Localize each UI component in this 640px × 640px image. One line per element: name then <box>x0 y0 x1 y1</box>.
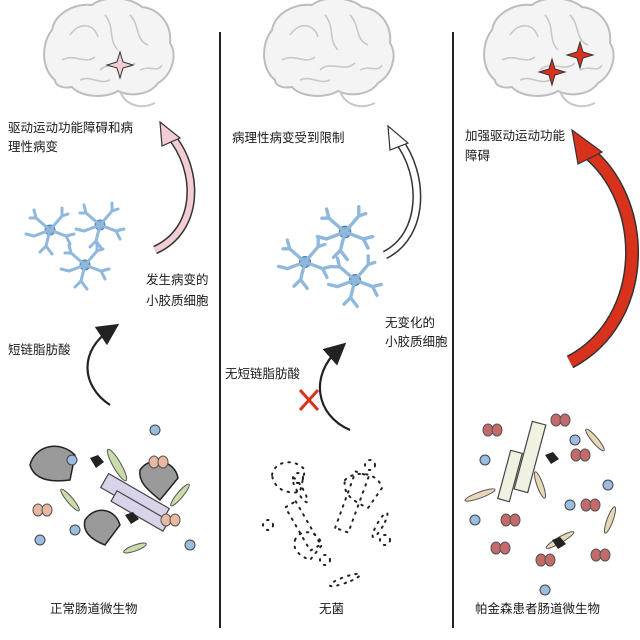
germ-free-signal-label: 无短链脂肪酸 <box>225 364 300 383</box>
normal-cell-label-1: 发生病变的 <box>146 270 209 289</box>
germ-free-cell-label-1: 无变化的 <box>385 313 435 332</box>
parkinson-top-label-1: 加强驱动运动功能 <box>465 126 565 145</box>
normal-top-label-1: 驱动运动功能障碍和病 <box>8 118 133 137</box>
parkinson-bottom-label: 帕金森患者肠道微生物 <box>475 599 600 618</box>
normal-cell-label-2: 小胶质细胞 <box>146 291 209 310</box>
normal-signal-label: 短链脂肪酸 <box>8 340 71 359</box>
germ-free-top-label: 病理性病变受到限制 <box>232 128 345 147</box>
divider-left <box>219 32 221 628</box>
parkinson-top-label-2: 障碍 <box>465 146 490 165</box>
normal-bottom-label: 正常肠道微生物 <box>50 599 138 618</box>
panel-germ-free <box>263 0 417 588</box>
germ-free-cell-label-2: 小胶质细胞 <box>385 332 448 351</box>
divider-right <box>452 32 454 628</box>
normal-top-label-2: 理性病变 <box>8 137 58 156</box>
panel-parkinson <box>464 0 632 595</box>
germ-free-bottom-label: 无菌 <box>319 599 344 618</box>
